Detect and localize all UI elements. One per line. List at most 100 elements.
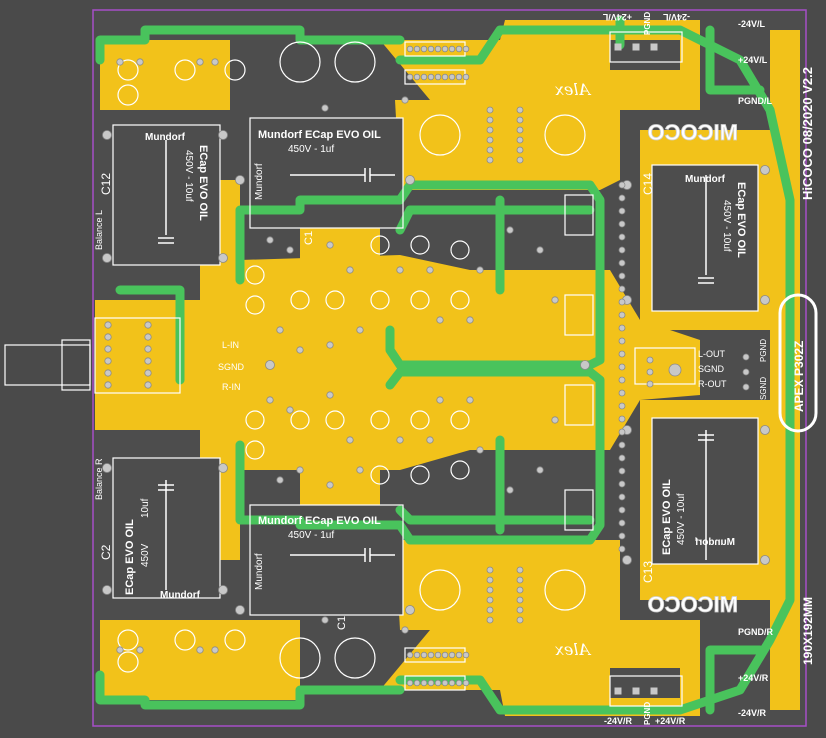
pad: [618, 441, 626, 449]
pad: [618, 350, 626, 358]
pad: [618, 220, 626, 228]
cap-right-top-spec: 450V - 10uf: [721, 200, 732, 252]
pad: [420, 651, 428, 659]
pad: [618, 506, 626, 514]
pad: [396, 436, 404, 444]
pad: [536, 466, 544, 474]
pad: [401, 96, 409, 104]
pad: [406, 45, 414, 53]
pad: [116, 58, 124, 66]
pad: [486, 136, 494, 144]
cap-bottom-center-brand: Mundorf ECap EVO OIL: [258, 515, 381, 527]
pad: [618, 194, 626, 202]
pad: [104, 321, 112, 329]
pad: [406, 73, 414, 81]
pad: [618, 402, 626, 410]
header-top-1: +24V/L: [602, 12, 632, 22]
signature-top: Alex: [555, 80, 592, 99]
pad: [104, 381, 112, 389]
pad: [427, 651, 435, 659]
pad: [476, 446, 484, 454]
pad: [760, 165, 770, 175]
pad: [296, 346, 304, 354]
pad: [144, 345, 152, 353]
pad: [102, 253, 112, 263]
pad: [266, 236, 274, 244]
cap-bottom-center-side: Mundorf: [254, 553, 265, 590]
pad: [516, 566, 524, 574]
cap-c1-bottom-label: C1: [336, 616, 348, 630]
pad: [462, 679, 470, 687]
cap-symbols: [158, 140, 714, 590]
output-sgnd: SGND: [698, 364, 725, 374]
cap-left-bottom-line: ECap EVO OIL: [124, 519, 136, 595]
pad: [427, 73, 435, 81]
pad: [276, 476, 284, 484]
cap-c1-top-label: C1: [303, 231, 315, 245]
pad: [401, 626, 409, 634]
pad: [448, 45, 456, 53]
cap-left-bottom-val: 10uf: [140, 498, 151, 518]
pad: [618, 545, 626, 553]
pad: [266, 396, 274, 404]
pad: [235, 605, 245, 615]
input-l-in: L-IN: [222, 340, 239, 350]
pad: [516, 606, 524, 614]
pad: [486, 146, 494, 154]
cap-left-bottom-brand: Mundorf: [160, 590, 201, 601]
pad: [286, 246, 294, 254]
balance-r-label: Balance R: [94, 458, 104, 500]
pad: [646, 356, 654, 364]
board-dimensions: 190X192MM: [801, 597, 815, 665]
pad: [462, 651, 470, 659]
pad: [426, 436, 434, 444]
pad: [742, 368, 750, 376]
pad: [516, 596, 524, 604]
pad: [618, 493, 626, 501]
pad: [296, 466, 304, 474]
header-bottom-1: +24V/R: [655, 716, 686, 726]
pad: [211, 58, 219, 66]
pad: [136, 646, 144, 654]
pad: [516, 136, 524, 144]
pad: [618, 311, 626, 319]
pad: [218, 463, 228, 473]
pad: [104, 345, 112, 353]
pad: [196, 58, 204, 66]
cap-right-bottom-line: ECap EVO OIL: [661, 479, 673, 555]
cap-right-bottom-spec: 450V - 10uf: [676, 493, 687, 545]
header-bottom-2: PGND: [643, 702, 652, 725]
pad: [760, 295, 770, 305]
pad: [618, 376, 626, 384]
pad: [486, 596, 494, 604]
cap-top-center-spec: 450V - 1uf: [288, 144, 334, 155]
pad: [618, 324, 626, 332]
pad: [144, 381, 152, 389]
pad: [516, 576, 524, 584]
pad: [441, 679, 449, 687]
pad-layer: [102, 43, 770, 695]
pad: [102, 463, 112, 473]
pad: [406, 679, 414, 687]
pad: [326, 391, 334, 399]
pad: [476, 266, 484, 274]
cap-right-bottom-id: C13: [641, 561, 655, 583]
conn-bottom-right-1: +24V/R: [738, 673, 769, 683]
pad: [211, 646, 219, 654]
pad: [326, 341, 334, 349]
pad: [413, 45, 421, 53]
pad: [144, 369, 152, 377]
pad: [618, 454, 626, 462]
pad: [486, 606, 494, 614]
pad: [276, 326, 284, 334]
pad: [102, 130, 112, 140]
pad-square: [632, 687, 640, 695]
pad: [551, 416, 559, 424]
output-l-out: L-OUT: [698, 349, 726, 359]
pad: [462, 45, 470, 53]
pad: [427, 679, 435, 687]
pad: [413, 73, 421, 81]
pad: [618, 181, 626, 189]
pad: [116, 646, 124, 654]
